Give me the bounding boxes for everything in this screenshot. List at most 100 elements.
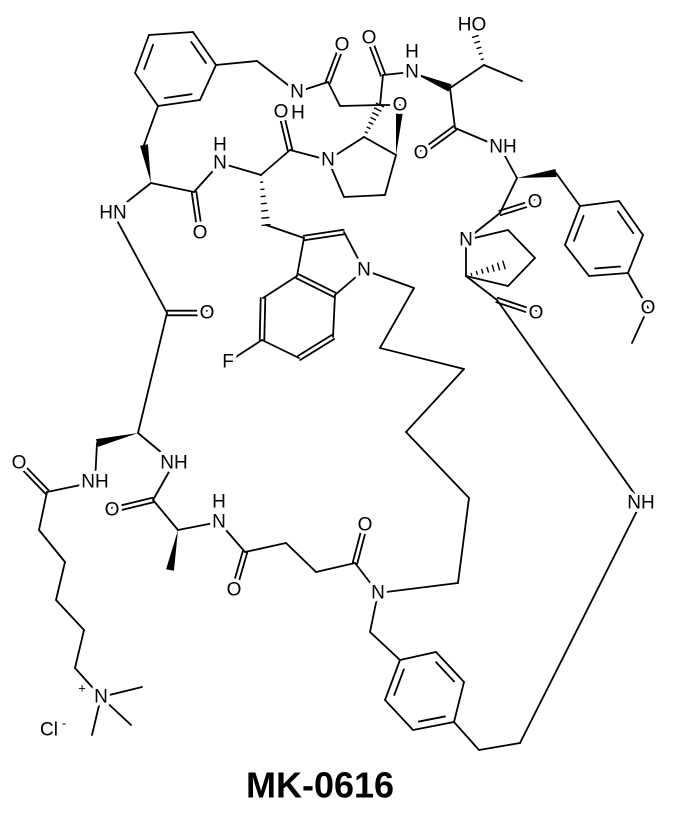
ring-bond xyxy=(435,651,465,683)
bond xyxy=(265,224,305,239)
atom-label: HN xyxy=(99,203,126,224)
bond xyxy=(227,339,263,363)
bond xyxy=(55,599,85,631)
bond xyxy=(382,71,413,76)
hash-bond xyxy=(470,272,473,277)
bond xyxy=(261,339,300,359)
double-bond xyxy=(111,501,155,514)
hash-bond xyxy=(496,262,501,271)
double-bond xyxy=(418,125,455,153)
double-bond xyxy=(19,460,50,492)
bond xyxy=(193,162,221,193)
bond xyxy=(100,686,143,698)
bond xyxy=(499,177,518,214)
bond xyxy=(369,631,401,661)
hash-bond xyxy=(373,107,382,112)
ring-bond xyxy=(564,205,581,246)
ring-bond xyxy=(134,34,150,74)
ring-bond xyxy=(384,659,401,701)
bond xyxy=(343,194,386,198)
double-bond xyxy=(421,128,458,156)
bond xyxy=(555,172,581,207)
double-bond xyxy=(324,43,341,83)
double-bond xyxy=(495,301,537,317)
hash-bond xyxy=(474,40,481,44)
bond xyxy=(354,562,379,594)
double-bond xyxy=(263,297,267,341)
wedge-bond xyxy=(517,169,557,178)
double-bond xyxy=(16,463,47,495)
double-bond xyxy=(296,334,333,357)
wedge-bond xyxy=(166,530,178,571)
atom-label: Cl xyxy=(40,720,58,741)
double-bond xyxy=(258,297,262,341)
bond xyxy=(177,521,220,531)
double-bond xyxy=(499,203,537,217)
ring-double-bond xyxy=(190,41,207,64)
bond xyxy=(369,592,379,633)
atom-label: O xyxy=(227,580,242,601)
hash-bond xyxy=(475,270,478,275)
ring-bond xyxy=(199,64,217,101)
bond xyxy=(499,146,518,179)
double-bond xyxy=(302,228,345,237)
bond xyxy=(507,257,536,287)
double-bond xyxy=(230,550,244,591)
bond xyxy=(100,696,132,726)
bond xyxy=(91,696,102,736)
bond xyxy=(478,742,521,751)
atom-label: H xyxy=(291,103,305,124)
wedge-bond xyxy=(396,104,404,155)
ring-bond xyxy=(588,272,629,277)
compound-name: MK-0616 xyxy=(246,765,394,806)
bond xyxy=(152,462,175,501)
ring-double-bond xyxy=(573,214,585,242)
bond xyxy=(143,105,159,146)
atom-label: H xyxy=(405,42,419,63)
hash-bond xyxy=(491,264,495,272)
bond xyxy=(112,212,168,314)
ammonium-charge: + xyxy=(78,681,86,696)
bond xyxy=(285,542,317,573)
bond xyxy=(507,229,536,259)
hash-bond xyxy=(364,131,368,134)
double-bond xyxy=(303,233,346,242)
hash-bond xyxy=(502,260,506,270)
hash-bond xyxy=(366,126,371,130)
hash-bond xyxy=(368,121,374,125)
atom-label: NH xyxy=(489,137,516,158)
bond xyxy=(327,159,345,198)
bond xyxy=(296,237,305,277)
ring-double-bond xyxy=(417,715,446,723)
bond xyxy=(405,431,470,499)
bond xyxy=(74,629,85,669)
wedge-bond xyxy=(140,144,151,183)
bond xyxy=(454,127,501,148)
atom-label: O xyxy=(393,95,408,116)
bond xyxy=(289,149,329,161)
atom-label: F xyxy=(222,352,234,373)
bond xyxy=(137,312,168,434)
bond xyxy=(457,497,470,584)
bond xyxy=(627,272,649,309)
wedge-bond xyxy=(96,433,138,447)
bond xyxy=(55,561,66,601)
bond xyxy=(256,60,298,93)
ring-bond xyxy=(384,699,414,731)
atom-label: O xyxy=(362,28,377,49)
bond xyxy=(260,149,291,176)
bond xyxy=(377,582,459,594)
double-bond xyxy=(195,190,204,234)
bond xyxy=(496,299,642,504)
atom-label: O xyxy=(358,515,373,536)
atom-label: O xyxy=(105,500,120,521)
atom-label: H xyxy=(213,135,227,156)
bond xyxy=(150,182,195,193)
hash-bond xyxy=(476,46,482,50)
ring-bond xyxy=(564,244,590,277)
atom-label: N xyxy=(94,687,108,708)
ring-double-bond xyxy=(163,93,193,99)
hash-bond xyxy=(261,216,270,219)
bond xyxy=(519,502,642,744)
